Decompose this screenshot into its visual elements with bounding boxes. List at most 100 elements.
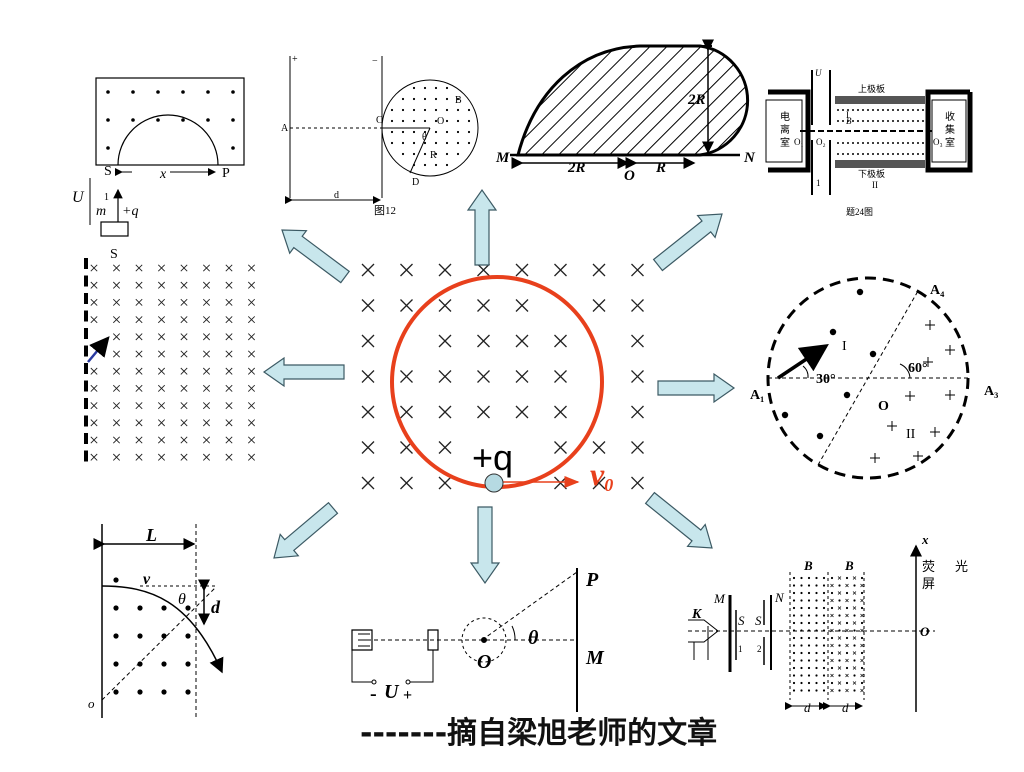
field-dot xyxy=(434,97,438,101)
field-cross xyxy=(247,402,256,410)
field-dot xyxy=(887,109,889,111)
boundary-dash xyxy=(84,363,88,374)
field-dot xyxy=(185,689,191,695)
field-plus xyxy=(945,345,955,355)
field-dot xyxy=(412,130,416,134)
field-dot xyxy=(106,118,110,122)
field-cross xyxy=(225,436,233,444)
svg-text:集: 集 xyxy=(945,123,955,136)
field-cross xyxy=(860,688,864,693)
field-dot xyxy=(822,614,826,617)
field-dot xyxy=(423,108,427,112)
field-dot xyxy=(822,629,826,632)
field-dot xyxy=(434,86,438,90)
field-dot xyxy=(792,621,796,625)
svg-text:O: O xyxy=(624,168,635,184)
field-cross xyxy=(157,453,166,461)
field-cross xyxy=(90,367,98,375)
field-cross xyxy=(830,643,834,648)
field-dot xyxy=(412,108,416,112)
field-dot xyxy=(800,651,803,655)
field-cross xyxy=(837,666,842,670)
arrow-up-right xyxy=(652,213,723,272)
field-dot xyxy=(838,599,841,602)
svg-text:θ: θ xyxy=(178,591,186,608)
field-cross xyxy=(112,402,121,410)
field-dot xyxy=(434,152,438,156)
field-cross xyxy=(515,334,529,348)
field-dot xyxy=(781,411,789,419)
field-cross xyxy=(135,281,143,289)
field-dot xyxy=(822,644,826,647)
field-dot xyxy=(907,120,909,122)
field-dot xyxy=(830,636,834,640)
field-cross xyxy=(180,298,188,306)
charge-label: +q xyxy=(472,437,513,478)
field-dot xyxy=(842,109,844,111)
field-cross xyxy=(837,576,842,580)
field-cross xyxy=(180,402,188,410)
field-cross xyxy=(202,402,211,410)
field-dot xyxy=(852,153,854,155)
svg-text:S: S xyxy=(755,613,762,628)
field-dot xyxy=(842,142,844,144)
field-dot xyxy=(892,120,894,122)
field-cross xyxy=(225,281,233,289)
field-dot xyxy=(807,636,811,640)
field-dot xyxy=(882,153,884,155)
svg-text:M: M xyxy=(585,647,605,669)
field-dot xyxy=(401,108,405,112)
svg-text:d: d xyxy=(842,700,849,715)
field-dot xyxy=(807,666,811,670)
field-dot xyxy=(860,666,864,670)
svg-text:下极板: 下极板 xyxy=(858,168,885,179)
field-cross xyxy=(845,583,849,588)
field-dot xyxy=(845,681,849,685)
source-caption: -------摘自梁旭老师的文章 xyxy=(360,716,718,751)
field-dot xyxy=(434,163,438,167)
center-field-panel: +q v0 xyxy=(361,263,644,495)
field-dot xyxy=(792,576,796,580)
field-cross xyxy=(830,688,834,693)
field-dot xyxy=(887,153,889,155)
field-dot xyxy=(837,109,839,111)
field-plus xyxy=(905,391,915,401)
panel-ion-chambers xyxy=(765,70,973,195)
panel-hatched-region xyxy=(510,39,750,169)
field-dot xyxy=(792,584,796,587)
field-cross xyxy=(400,263,413,277)
svg-text:+: + xyxy=(292,54,298,65)
field-cross xyxy=(554,263,567,277)
field-cross xyxy=(852,651,857,655)
field-cross xyxy=(852,621,857,625)
charged-particle xyxy=(484,473,504,493)
svg-text:O₃: O₃ xyxy=(933,137,943,147)
field-cross xyxy=(477,334,490,348)
field-cross xyxy=(135,316,143,324)
field-cross xyxy=(631,405,644,419)
field-dot xyxy=(822,659,826,662)
field-cross xyxy=(90,298,98,306)
field-dot xyxy=(882,120,884,122)
svg-text:荧: 荧 xyxy=(922,559,935,574)
field-dot xyxy=(897,142,899,144)
field-cross xyxy=(225,316,233,324)
field-cross xyxy=(247,316,256,324)
field-dot xyxy=(800,591,803,595)
field-dot xyxy=(390,119,394,123)
field-cross xyxy=(135,453,143,461)
svg-text:1: 1 xyxy=(104,192,109,203)
field-cross xyxy=(860,643,864,648)
field-dot xyxy=(401,141,405,145)
left-dashed-boundary xyxy=(84,258,88,462)
field-dot xyxy=(830,606,834,610)
field-cross xyxy=(852,666,857,670)
field-dot xyxy=(853,674,856,677)
field-dot xyxy=(231,90,235,94)
field-dot xyxy=(822,681,826,685)
field-dot xyxy=(922,120,924,122)
field-dot xyxy=(434,141,438,145)
field-dot xyxy=(815,636,818,640)
svg-text:D: D xyxy=(412,177,419,188)
